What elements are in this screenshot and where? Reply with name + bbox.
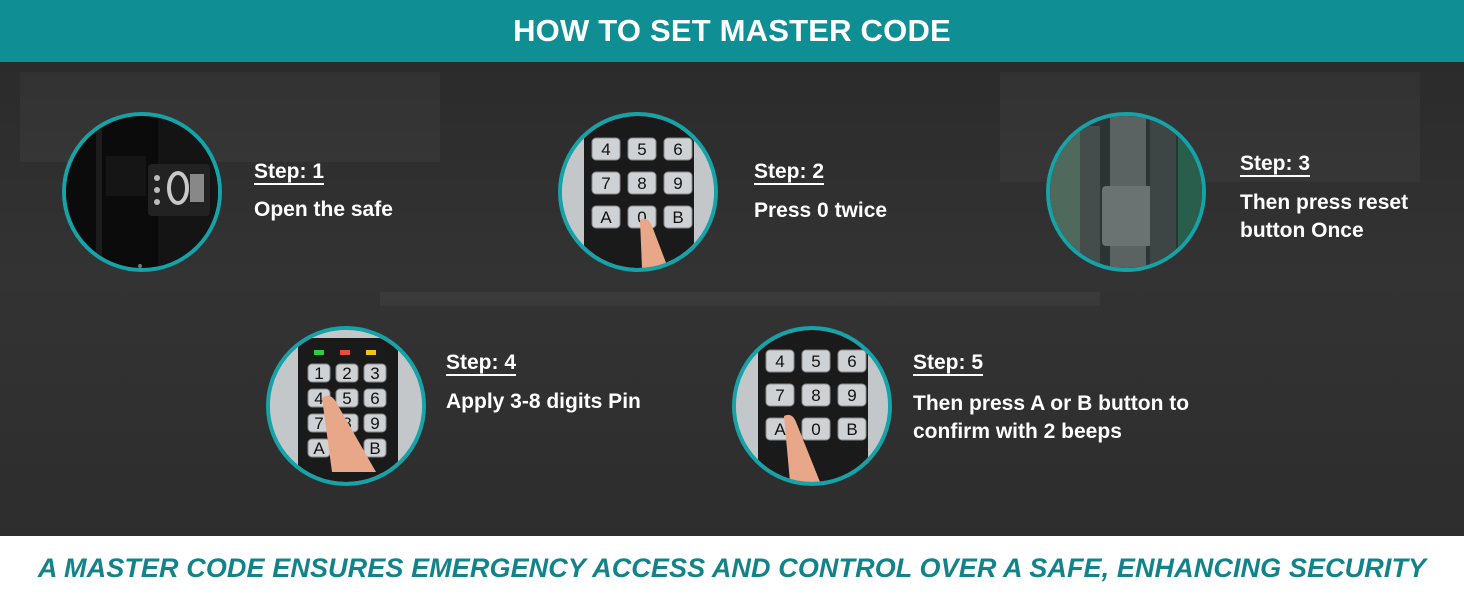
step-3-label: Step: 3 (1240, 152, 1311, 175)
keypad-key-label: 9 (370, 414, 379, 433)
keypad-key-label: 6 (847, 352, 856, 371)
keypad-key-label: 4 (601, 140, 610, 159)
keypad-key (663, 137, 693, 161)
footer-tagline: A MASTER CODE ENSURES EMERGENCY ACCESS A… (37, 552, 1427, 583)
keypad-key (837, 349, 867, 373)
keypad-key (837, 417, 867, 441)
keypad-key-label: 6 (673, 140, 682, 159)
keypad-key-label: 5 (342, 389, 351, 408)
step-1-text: Open the safe (254, 198, 393, 221)
keypad-key (363, 413, 387, 433)
keypad-key-label: 9 (847, 386, 856, 405)
keypad-key-label: 0 (637, 208, 646, 227)
keypad-icon: 123456789A0B (270, 330, 422, 482)
step-4-image: 123456789A0B (266, 326, 426, 486)
instructions-panel (0, 62, 1464, 536)
keypad-key-label: 5 (637, 140, 646, 159)
keypad-key-label: 3 (370, 364, 379, 383)
keypad-key-label: 4 (775, 352, 784, 371)
step-5-text: Then press A or B button to confirm with… (913, 390, 1189, 446)
step-3-text: Then press reset button Once (1240, 189, 1408, 245)
background-counter (380, 292, 1100, 306)
keypad-key-label: A (600, 208, 612, 227)
step-4-label: Step: 4 (446, 351, 517, 374)
keypad-key-label: 7 (601, 174, 610, 193)
keypad-key (363, 388, 387, 408)
keypad-key (363, 363, 387, 383)
step-5-text-line-2: confirm with 2 beeps (913, 420, 1122, 443)
keypad-key (591, 137, 621, 161)
step-3-image (1046, 112, 1206, 272)
keypad-key-label: B (846, 420, 857, 439)
keypad-key-label: A (774, 420, 786, 439)
keypad-key-label: 6 (370, 389, 379, 408)
keypad-key-label: 8 (811, 386, 820, 405)
step-3-text-line-1: Then press reset (1240, 191, 1409, 214)
keypad-icon: 4 5 6 7 8 9A 0 B (736, 330, 888, 482)
keypad-key-label: 8 (637, 174, 646, 193)
keypad-key (335, 388, 359, 408)
keypad-key (801, 349, 831, 373)
keypad-key (663, 171, 693, 195)
reset-button-icon (1050, 116, 1202, 268)
step-4-text: Apply 3-8 digits Pin (446, 390, 641, 413)
keypad-key (801, 383, 831, 407)
keypad-key-label: 1 (314, 364, 323, 383)
safe-door-icon (66, 116, 218, 268)
keypad-key (837, 383, 867, 407)
keypad-key (307, 363, 331, 383)
keypad-key (801, 417, 831, 441)
keypad-key (663, 205, 693, 229)
step-5-label: Step: 5 (913, 351, 984, 374)
page-title: HOW TO SET MASTER CODE (513, 13, 951, 48)
header-banner: HOW TO SET MASTER CODE (0, 0, 1464, 62)
keypad-key (765, 349, 795, 373)
step-5-text-line-1: Then press A or B button to (913, 392, 1190, 415)
step-1-image (62, 112, 222, 272)
keypad-key (765, 383, 795, 407)
keypad-key (363, 438, 387, 458)
keypad-key-label: 5 (811, 352, 820, 371)
keypad-key (627, 137, 657, 161)
keypad-key (627, 171, 657, 195)
keypad-key-label: 7 (314, 414, 323, 433)
footer-banner: A MASTER CODE ENSURES EMERGENCY ACCESS A… (0, 536, 1464, 600)
step-2-label: Step: 2 (754, 160, 825, 183)
keypad-key-label: 4 (314, 389, 323, 408)
step-1-label: Step: 1 (254, 160, 325, 183)
keypad-icon: 4 5 6 7 8 9A 0 B (562, 116, 714, 268)
keypad-key-label: 0 (811, 420, 820, 439)
keypad-key (591, 171, 621, 195)
keypad-key (335, 363, 359, 383)
keypad-key-label: 9 (673, 174, 682, 193)
keypad-key-label: B (672, 208, 683, 227)
keypad-key (591, 205, 621, 229)
keypad-key-label: B (369, 439, 380, 458)
keypad-key-label: A (313, 439, 325, 458)
keypad-key-label: 7 (775, 386, 784, 405)
keypad-key-label: 2 (342, 364, 351, 383)
step-2-text: Press 0 twice (754, 199, 888, 222)
step-3-text-line-2: button Once (1240, 219, 1364, 242)
